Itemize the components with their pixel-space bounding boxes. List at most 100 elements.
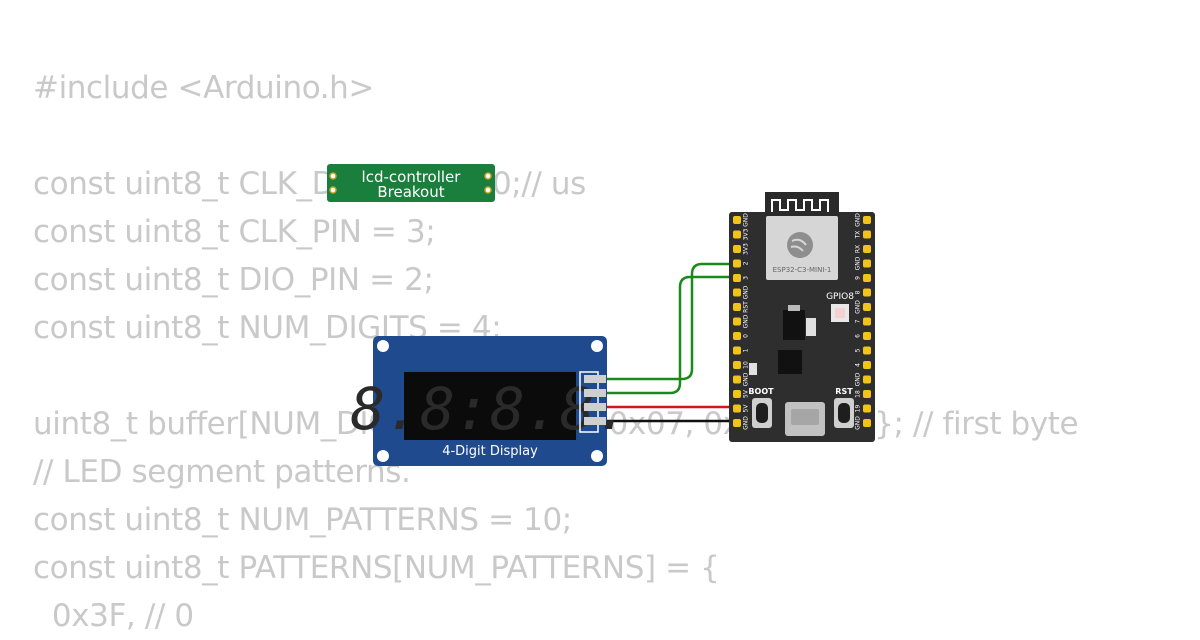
- tm1637-4-digit-display[interactable]: 8.8:8.8. 4-Digit Display: [350, 336, 630, 466]
- code-line: const uint8_t NUM_PATTERNS = 10;: [33, 502, 572, 538]
- display-pin[interactable]: [584, 375, 606, 383]
- code-line: #include <Arduino.h>: [33, 70, 375, 106]
- pin-3v3[interactable]: [733, 245, 741, 253]
- pin-label: 4: [855, 363, 862, 367]
- pin-gnd[interactable]: [733, 288, 741, 297]
- antenna: [765, 192, 839, 216]
- pin-pad: [484, 172, 492, 180]
- display-pin[interactable]: [584, 403, 606, 411]
- pin-gnd[interactable]: [863, 303, 871, 311]
- wire-dio[interactable]: [606, 275, 737, 395]
- pin-label: 3V3: [743, 228, 750, 240]
- pin-label: 7: [855, 319, 862, 323]
- pin-3v3[interactable]: [733, 230, 741, 239]
- display-window: [404, 372, 576, 440]
- pin-gnd[interactable]: [863, 419, 871, 427]
- pin-label: GND: [743, 416, 750, 430]
- pin-8[interactable]: [863, 288, 871, 297]
- pin-label: RX: [855, 245, 862, 253]
- mount-hole: [377, 450, 389, 462]
- pin-gnd[interactable]: [733, 317, 741, 326]
- pin-header: [579, 371, 599, 433]
- pin-label: 3: [743, 276, 750, 280]
- pin-5v[interactable]: [733, 404, 741, 413]
- pin-gnd[interactable]: [863, 216, 871, 224]
- pin-5v[interactable]: [733, 390, 741, 398]
- pin-label: GND: [855, 213, 862, 227]
- breakout-subtitle: Breakout: [377, 183, 444, 201]
- pin-rx[interactable]: [863, 245, 871, 253]
- gpio8-led-core: [835, 308, 845, 318]
- module-label: ESP32-C3-MINI-1: [773, 266, 832, 274]
- pin-gnd[interactable]: [733, 419, 741, 427]
- pin-rst[interactable]: [733, 303, 741, 311]
- pin-4[interactable]: [863, 361, 871, 369]
- pin-gnd[interactable]: [863, 259, 871, 268]
- code-line: 0x3F, // 0: [33, 598, 194, 634]
- pin-label: GND: [743, 372, 750, 386]
- pin-18[interactable]: [863, 390, 871, 398]
- pin-label: 5V: [743, 404, 750, 413]
- pin-pad: [329, 186, 337, 194]
- pin-label: 6: [855, 334, 862, 338]
- lcd-controller-breakout[interactable]: lcd-controller Breakout: [327, 164, 495, 202]
- espressif-logo-icon: [787, 232, 813, 258]
- pin-3[interactable]: [733, 274, 741, 282]
- pin-label: 19: [855, 405, 862, 413]
- pin-label: 1: [743, 348, 750, 352]
- pin-label: 5V: [743, 389, 750, 398]
- code-line: const uint8_t PATTERNS[NUM_PATTERNS] = {: [33, 550, 720, 586]
- pin-label: GND: [743, 213, 750, 227]
- pin-label: GND: [855, 372, 862, 386]
- wires: [606, 262, 737, 423]
- pin-label: 5: [855, 348, 862, 352]
- pin-1[interactable]: [733, 346, 741, 355]
- pin-label: GND: [743, 285, 750, 299]
- display-label: 4-Digit Display: [442, 444, 538, 459]
- regulator-chip: [783, 310, 805, 340]
- wire-clk[interactable]: [606, 262, 737, 381]
- pin-label: 10: [743, 361, 750, 369]
- pin-label: 0: [743, 334, 750, 338]
- pin-gnd[interactable]: [733, 216, 741, 224]
- pin-label: GND: [743, 314, 750, 328]
- gpio8-label: GPIO8: [826, 292, 854, 302]
- code-line: const uint8_t NUM_DIGITS = 4;: [33, 310, 502, 346]
- pin-label: 8: [855, 290, 862, 294]
- pin-6[interactable]: [863, 332, 871, 340]
- pin-gnd[interactable]: [863, 375, 871, 384]
- usb-bridge-chip: [778, 350, 802, 374]
- pin-2[interactable]: [733, 259, 741, 268]
- display-pin[interactable]: [584, 417, 606, 425]
- boot-label: BOOT: [748, 387, 774, 396]
- pin-gnd[interactable]: [733, 375, 741, 384]
- pin-5[interactable]: [863, 346, 871, 355]
- display-pin[interactable]: [584, 389, 606, 397]
- breakout-title: lcd-controller: [362, 168, 462, 186]
- pin-7[interactable]: [863, 317, 871, 326]
- pin-label: GND: [855, 416, 862, 430]
- pin-9[interactable]: [863, 274, 871, 282]
- rst-label: RST: [835, 387, 853, 396]
- pin-0[interactable]: [733, 332, 741, 340]
- mount-hole: [377, 340, 389, 352]
- pin-label: TX: [855, 231, 862, 240]
- pin-label: 3V3: [743, 243, 750, 255]
- pin-label: GND: [855, 300, 862, 314]
- pin-10[interactable]: [733, 361, 741, 369]
- code-line: const uint8_t CLK_PIN = 3;: [33, 214, 436, 250]
- mount-hole: [591, 450, 603, 462]
- pin-tx[interactable]: [863, 230, 871, 239]
- pin-19[interactable]: [863, 404, 871, 413]
- pin-label: 9: [855, 276, 862, 280]
- pin-label: RST: [743, 301, 750, 313]
- code-line: const uint8_t DIO_PIN = 2;: [33, 262, 434, 298]
- esp32-c3-devkit[interactable]: ESP32-C3-MINI-1 GPIO8 BOOT RST GND3V33V3…: [729, 192, 875, 442]
- pin-label: 2: [743, 261, 750, 265]
- pin-pad: [484, 186, 492, 194]
- pin-pad: [329, 172, 337, 180]
